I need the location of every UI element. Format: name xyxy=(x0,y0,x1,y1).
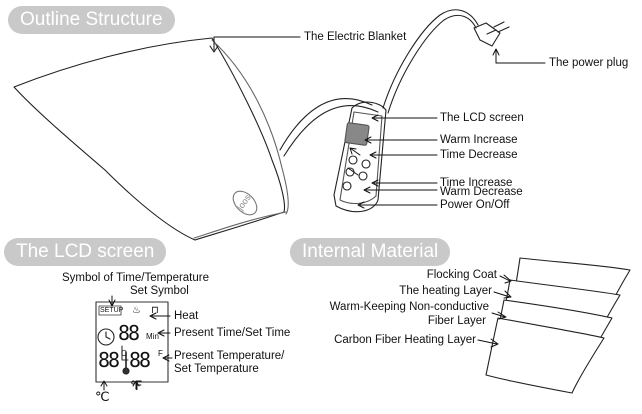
leader-lines xyxy=(100,36,546,391)
label-symbol-line1: Symbol of Time/Temperature xyxy=(62,272,210,284)
material-layers-illustration xyxy=(485,257,631,394)
lcd-min-unit: Min xyxy=(146,332,159,341)
lcd-fahrenheit-digits: 88 xyxy=(129,348,151,372)
label-heat: Heat xyxy=(174,310,199,322)
label-power-plug: The power plug xyxy=(549,57,629,69)
section-internal-material: Internal Material xyxy=(290,238,451,266)
label-warm-decrease: Warm Decrease xyxy=(440,186,523,198)
label-present-temp-line2: Set Temperature xyxy=(174,363,259,375)
label-present-temp-line1: Present Temperature/ xyxy=(174,350,285,362)
label-warm-increase: Warm Increase xyxy=(440,134,518,146)
lcd-setup-indicator: SETUP xyxy=(100,307,124,314)
label-heating-layer: The heating Layer xyxy=(399,285,492,297)
section-outline-structure: Outline Structure xyxy=(8,6,175,34)
lcd-f-unit: F xyxy=(158,349,163,358)
label-time-decrease: Time Decrease xyxy=(440,149,518,161)
electric-blanket-illustration xyxy=(13,37,289,241)
label-fahrenheit: ℉ xyxy=(130,378,143,393)
label-carbon-fiber-layer: Carbon Fiber Heating Layer xyxy=(334,334,476,346)
label-celsius: ℃ xyxy=(95,389,110,404)
label-power-on-off: Power On/Off xyxy=(440,199,510,211)
label-fiber-line2: Fiber Layer xyxy=(427,315,486,327)
remote-controller-illustration xyxy=(333,101,387,213)
power-plug-illustration xyxy=(473,21,510,47)
label-fiber-line1: Warm-Keeping Non-conductive xyxy=(329,301,489,313)
power-cords xyxy=(279,9,479,157)
section-lcd-screen: The LCD screen xyxy=(4,238,167,266)
label-electric-blanket: The Electric Blanket xyxy=(304,31,407,43)
heat-icon: ♨ xyxy=(132,305,141,316)
label-flocking-coat: Flocking Coat xyxy=(426,269,497,281)
lcd-celsius-digits: 88 xyxy=(98,348,120,372)
lcd-time-digits: 88 xyxy=(118,321,140,345)
lcd-display-illustration xyxy=(95,301,169,383)
label-time-increase: Time Increase xyxy=(440,177,513,189)
label-symbol-line2: Set Symbol xyxy=(130,285,189,297)
label-present-time: Present Time/Set Time xyxy=(174,327,291,339)
lock-icon: ⊓ xyxy=(151,305,159,316)
label-lcd-screen: The LCD screen xyxy=(440,112,524,124)
lcd-c-unit: C xyxy=(121,349,127,358)
